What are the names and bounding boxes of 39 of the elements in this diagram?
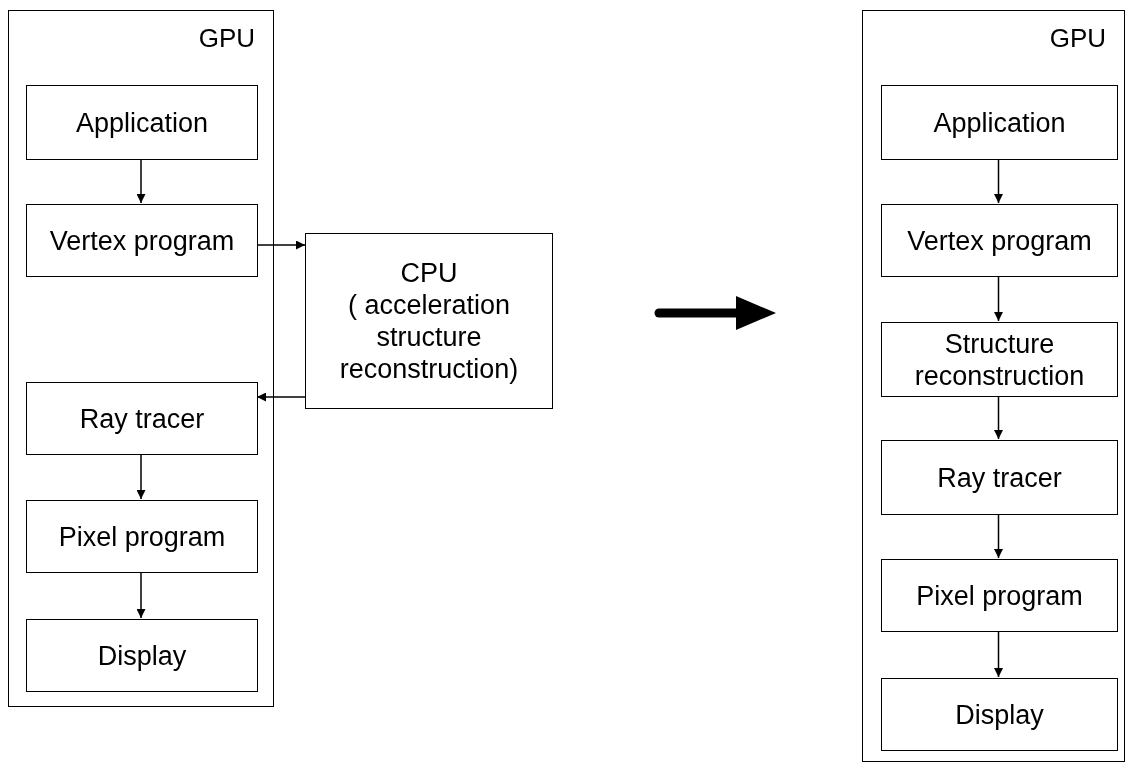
- process-box: [881, 440, 1118, 515]
- process-box: [881, 678, 1118, 751]
- arrow: [994, 158, 1003, 204]
- arrow: [256, 392, 306, 402]
- box-label: CPU: [399, 257, 459, 289]
- process-box: [881, 559, 1118, 632]
- box-label: Ray tracer: [936, 461, 1063, 494]
- process-box: [26, 500, 258, 573]
- box-label: Ray tracer: [78, 402, 206, 435]
- process-box: [881, 322, 1118, 397]
- arrow: [994, 630, 1003, 678]
- arrow: [136, 453, 146, 500]
- box-label: Vertex program: [906, 224, 1093, 257]
- box-label: Pixel program: [57, 520, 227, 553]
- box-label: Display: [954, 698, 1045, 731]
- box-label: ( acceleration structure reconstruction): [338, 289, 520, 385]
- box-label: Application: [932, 106, 1067, 139]
- process-box: [26, 619, 258, 692]
- process-box: [26, 382, 258, 455]
- process-box: [26, 85, 258, 160]
- process-box: [881, 85, 1118, 160]
- box-label: Structure reconstruction: [913, 327, 1086, 392]
- process-box: [26, 204, 258, 277]
- process-box: [305, 233, 553, 409]
- arrow: [256, 240, 306, 250]
- box-label: Vertex program: [48, 224, 236, 257]
- arrow: [994, 275, 1003, 322]
- container-box: [862, 10, 1125, 762]
- group-title: GPU: [198, 23, 255, 54]
- box-label: Pixel program: [915, 579, 1084, 612]
- arrow: [136, 571, 146, 619]
- arrow: [994, 513, 1003, 559]
- box-label: Display: [96, 639, 188, 672]
- arrow: [136, 158, 146, 204]
- process-box: [881, 204, 1118, 277]
- container-box: [8, 10, 274, 707]
- group-title: GPU: [1049, 23, 1106, 54]
- box-label: Application: [74, 106, 210, 139]
- arrow: [994, 395, 1003, 440]
